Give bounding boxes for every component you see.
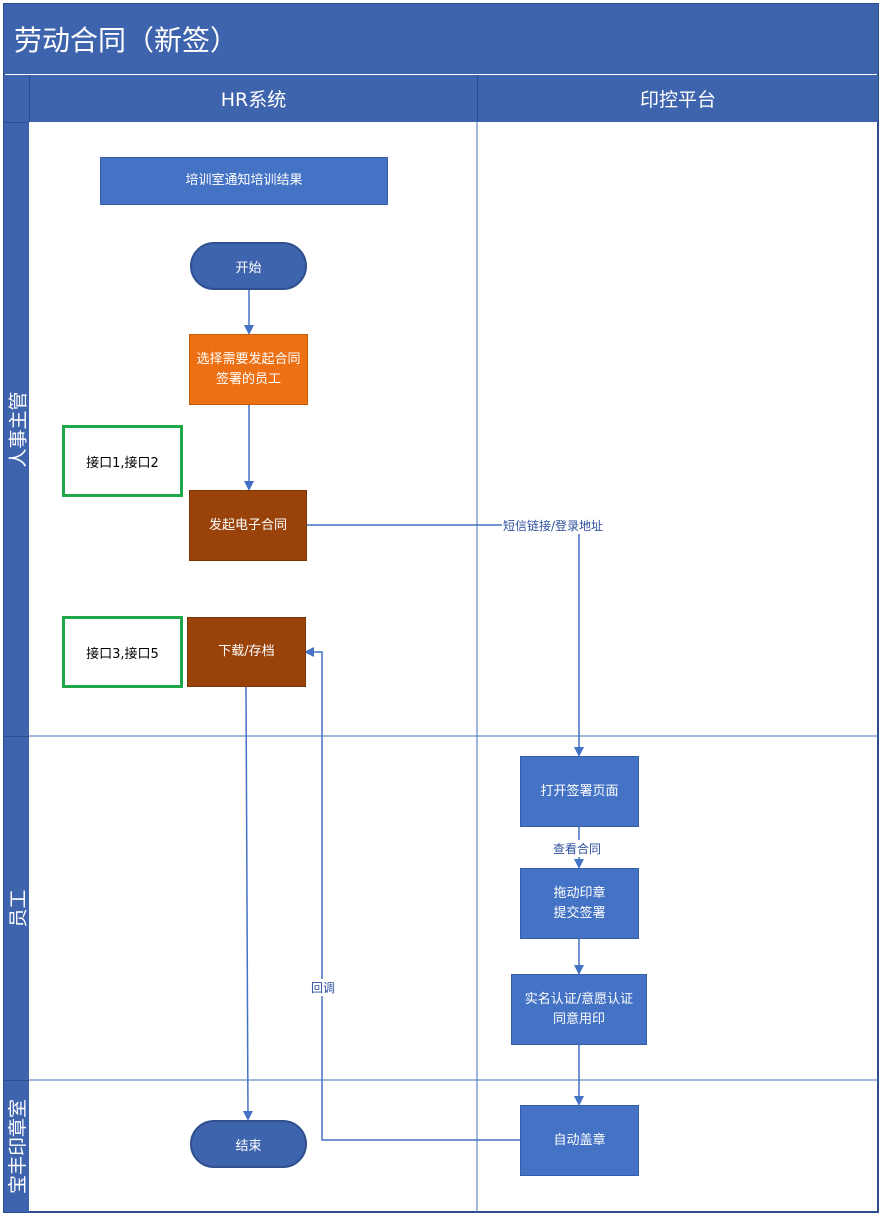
node-drag-seal: 拖动印章 提交签署 bbox=[520, 868, 639, 939]
node-start: 开始 bbox=[190, 242, 307, 290]
lane-label-seal-room: 宝丰印章室 bbox=[4, 1080, 29, 1212]
lane-label-hr-manager-text: 人事主管 bbox=[7, 391, 30, 468]
node-select-employees: 选择需要发起合同 签署的员工 bbox=[189, 334, 308, 405]
lane-label-employee-text: 员工 bbox=[7, 889, 30, 928]
header-corner bbox=[4, 75, 29, 122]
edge-auto-download bbox=[304, 647, 520, 1141]
note-api-3-5: 接口3,接口5 bbox=[62, 616, 183, 688]
note-api-1-2: 接口1,接口2 bbox=[62, 425, 183, 497]
column-header-hr: HR系统 bbox=[29, 75, 477, 122]
node-notify: 培训室通知培训结果 bbox=[100, 157, 388, 205]
page-title: 劳动合同（新签） bbox=[4, 4, 878, 74]
lane-label-hr-manager: 人事主管 bbox=[4, 122, 29, 736]
edge-download-end bbox=[242, 686, 253, 1121]
edge-label-view-contract: 查看合同 bbox=[552, 840, 603, 857]
node-end: 结束 bbox=[190, 1120, 307, 1168]
edge-label-callback: 回调 bbox=[310, 979, 337, 996]
lane-label-seal-room-text: 宝丰印章室 bbox=[7, 1098, 30, 1195]
edge-label-sms: 短信链接/登录地址 bbox=[502, 517, 605, 534]
column-header-seal: 印控平台 bbox=[477, 75, 878, 122]
node-download-archive: 下载/存档 bbox=[187, 617, 306, 687]
lane-label-employee: 员工 bbox=[4, 736, 29, 1080]
node-initiate-contract: 发起电子合同 bbox=[189, 490, 307, 561]
node-verify: 实名认证/意愿认证 同意用印 bbox=[511, 974, 647, 1045]
node-open-sign-page: 打开签署页面 bbox=[520, 756, 639, 827]
edge-initiate-open bbox=[307, 524, 584, 757]
node-auto-seal: 自动盖章 bbox=[520, 1105, 639, 1176]
